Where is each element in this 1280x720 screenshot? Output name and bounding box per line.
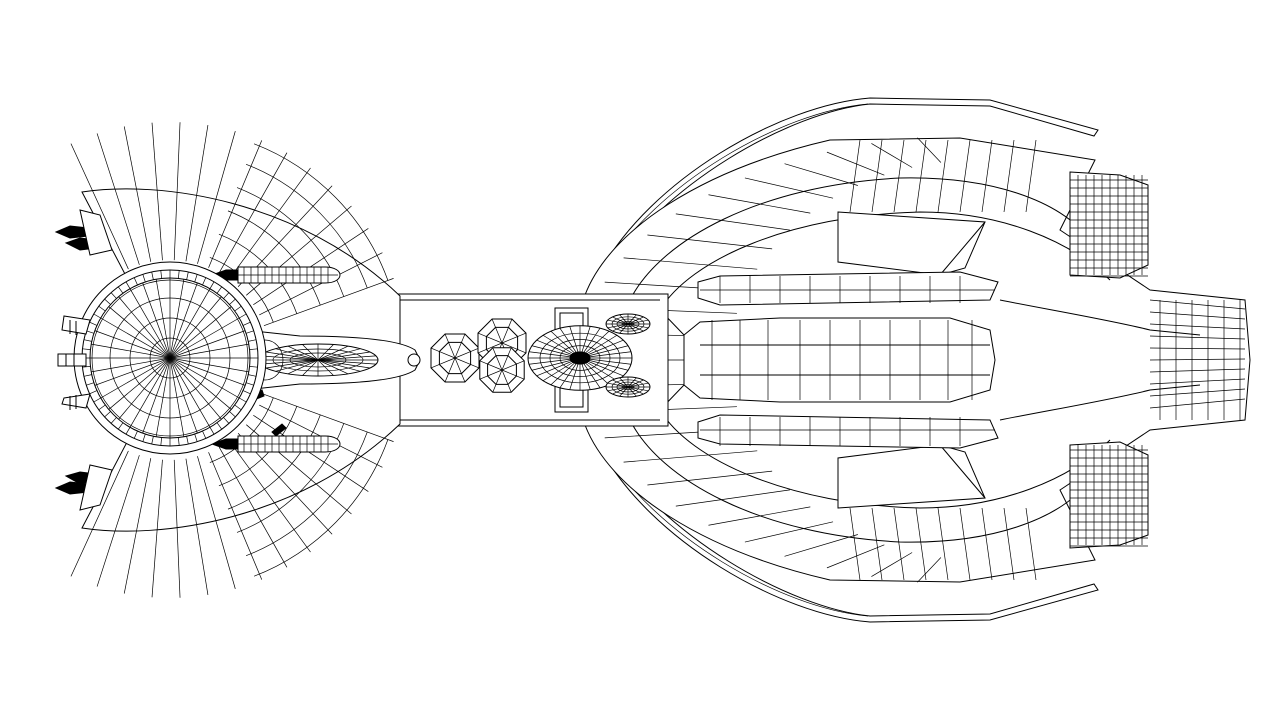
nose-tip [407,353,421,367]
weapon-pods [210,266,341,453]
lower-fin [837,444,986,509]
lower-arc-rail [599,443,1099,623]
central-engine-block [683,317,996,403]
lower-engine-pod [1069,441,1149,549]
deflector-disc [527,325,633,391]
forward-emitters [57,315,91,410]
upper-arc-rail [599,97,1099,277]
rear-hull [580,97,1251,623]
small-thruster-discs [605,313,651,398]
saucer-section [82,270,258,446]
lower-nacelle-rail [697,414,999,449]
upper-fin [837,211,986,276]
upper-engine-pod [1069,171,1149,279]
forward-hull [54,122,421,598]
upper-nacelle-rail [697,271,999,306]
sensor-domes [430,318,527,393]
thruster-spikes [54,209,113,511]
